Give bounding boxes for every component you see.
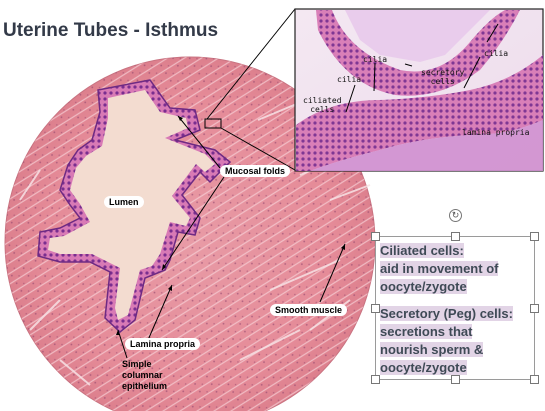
secretory-desc-1: secretions that [380, 324, 473, 339]
resize-handle-left[interactable] [371, 304, 380, 313]
resize-handle-top[interactable] [451, 232, 460, 241]
epithelium-label: Simple columnar epithelium [122, 359, 168, 391]
inset-secretory-cells-label: secretory cells [421, 68, 465, 86]
textbox-content: Ciliated cells: aid in movement of oocyt… [380, 242, 513, 377]
secretory-desc-2: nourish sperm & [380, 342, 484, 357]
resize-handle-bottom-left[interactable] [371, 375, 380, 384]
resize-handle-top-left[interactable] [371, 232, 380, 241]
inset-ciliated-cells-label: ciliated cells [303, 96, 342, 114]
inset-cilia-label-2: cilia [363, 55, 388, 64]
notes-textbox[interactable]: Ciliated cells: aid in movement of oocyt… [371, 232, 539, 384]
ciliated-heading: Ciliated cells: [380, 243, 464, 258]
ciliated-desc-1: aid in movement of [380, 261, 499, 276]
smooth-muscle-label: Smooth muscle [270, 304, 348, 316]
zoom-box [204, 118, 222, 129]
ciliated-desc-2: oocyte/zygote [380, 279, 467, 294]
inset-lamina-propria-label: lamina propria [462, 128, 530, 137]
inset-micrograph [294, 8, 544, 172]
inset-cilia-label-1: cilia [337, 75, 362, 84]
resize-handle-bottom[interactable] [451, 375, 460, 384]
inset-cilia-label-3: cilia [484, 49, 509, 58]
resize-handle-top-right[interactable] [530, 232, 539, 241]
secretory-desc-3: oocyte/zygote [380, 360, 467, 375]
slide-title: Uterine Tubes - Isthmus [3, 20, 219, 41]
lamina-propria-label: Lamina propria [125, 338, 201, 350]
resize-handle-bottom-right[interactable] [530, 375, 539, 384]
lumen-label: Lumen [104, 196, 144, 208]
rotate-handle[interactable]: ↻ [449, 209, 462, 222]
mucosal-folds-label: Mucosal folds [220, 165, 291, 177]
resize-handle-right[interactable] [530, 304, 539, 313]
secretory-heading: Secretory (Peg) cells: [380, 306, 513, 321]
